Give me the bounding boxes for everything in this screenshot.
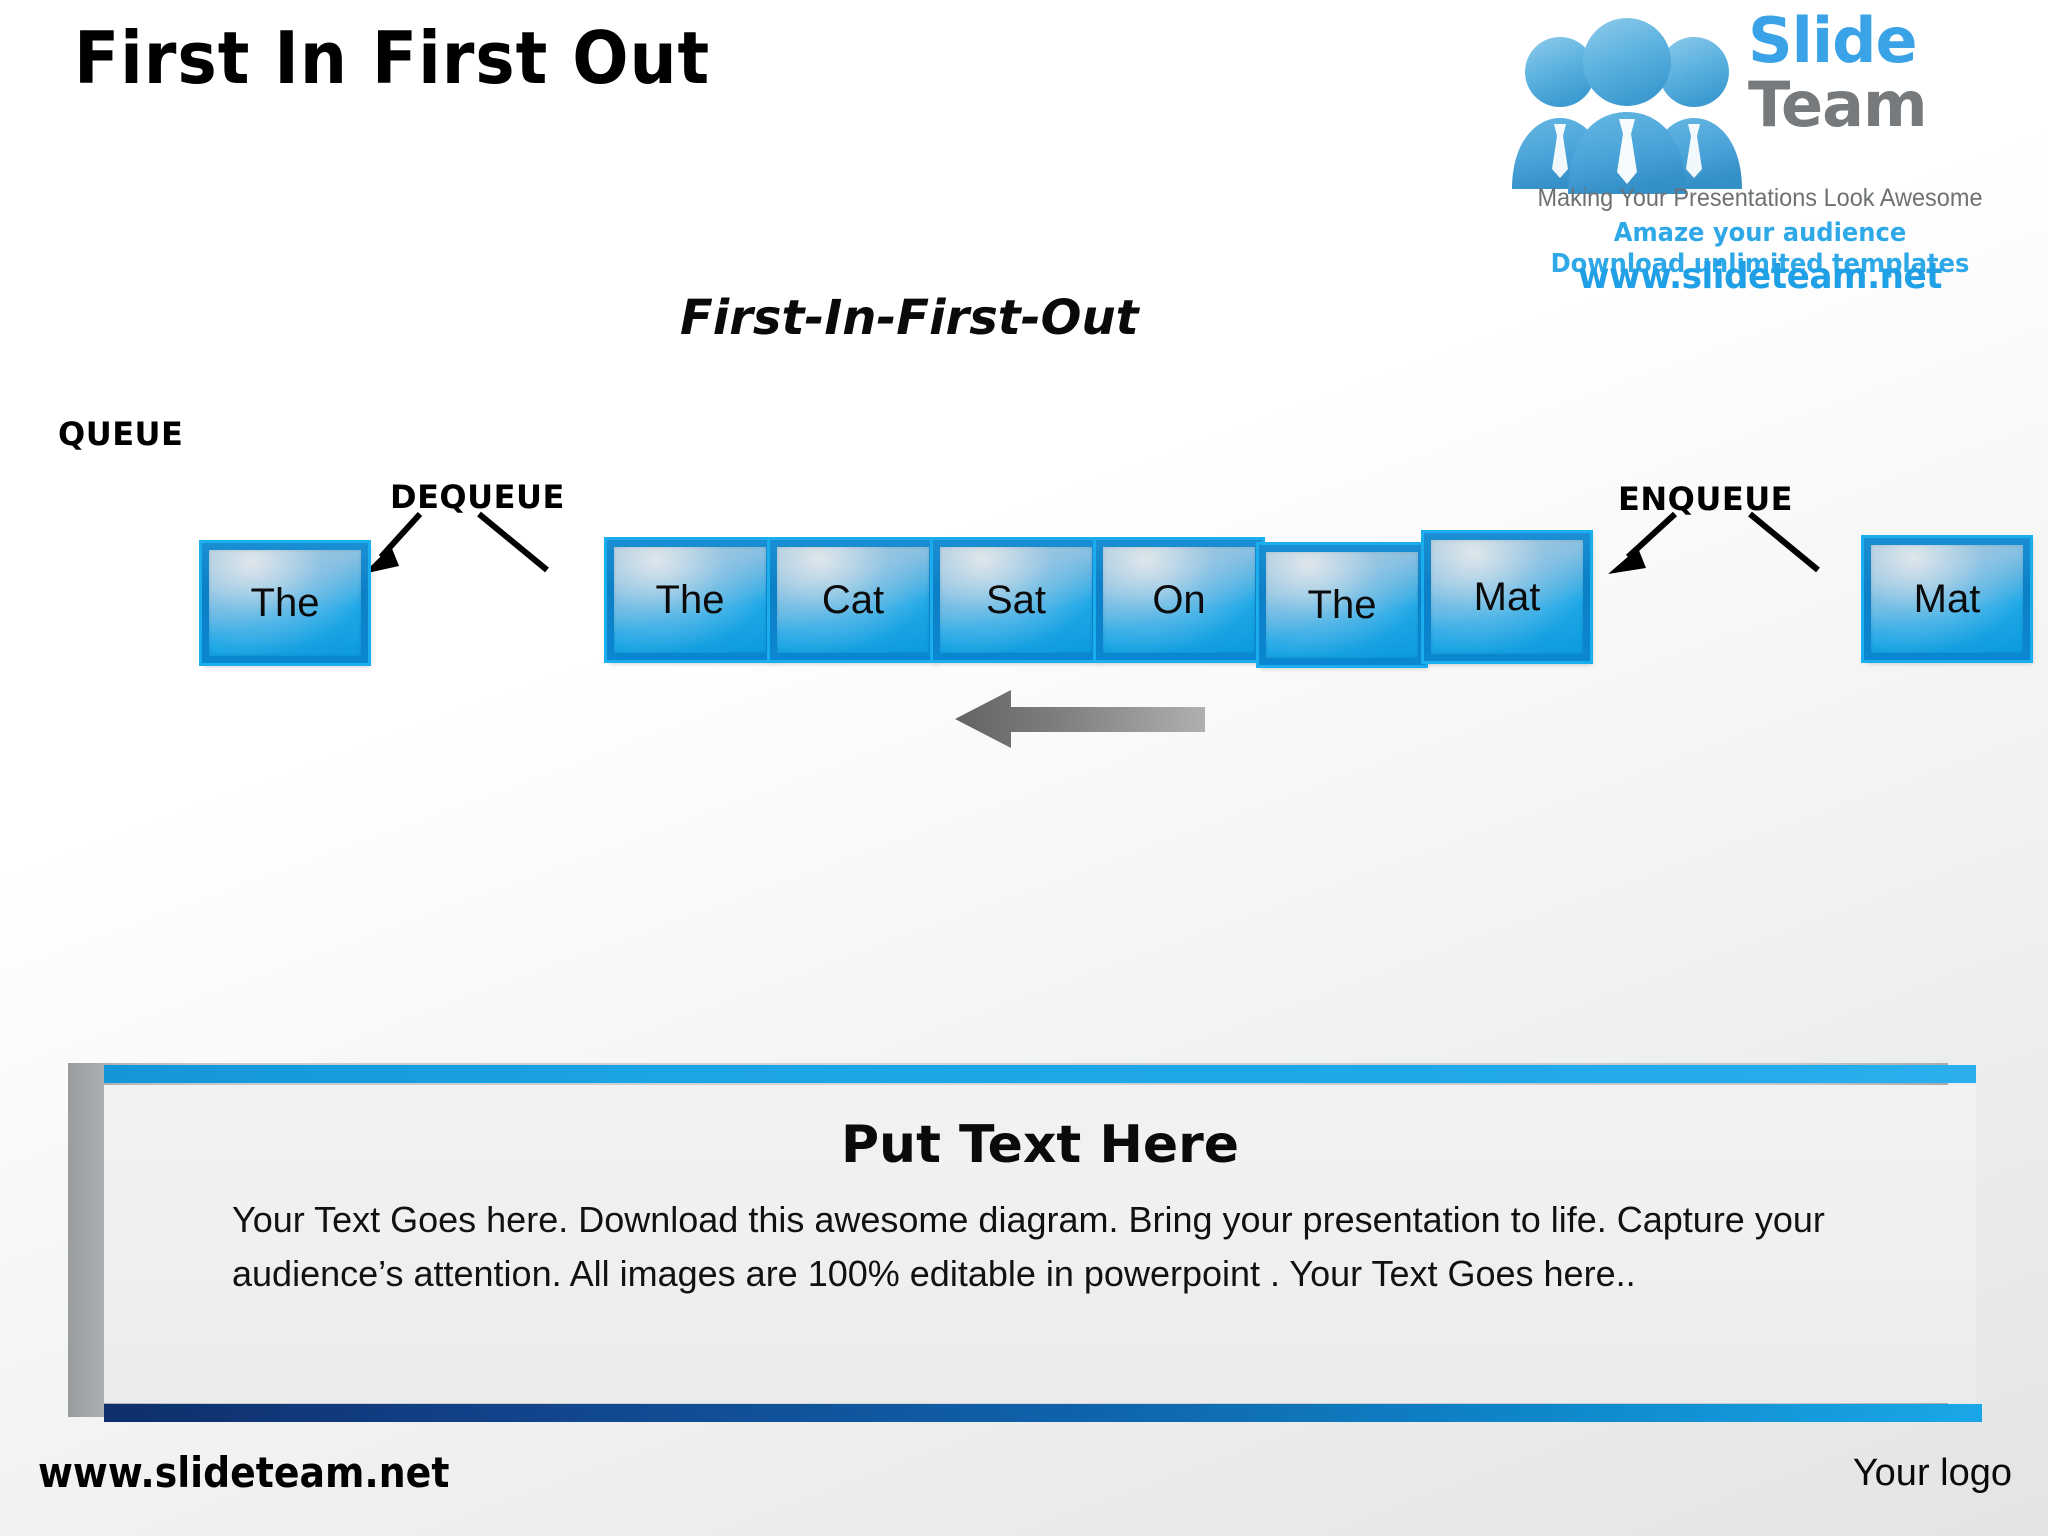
- dequeued-box-inner: The: [209, 550, 361, 656]
- footer-website-url[interactable]: www.slideteam.net: [38, 1448, 450, 1497]
- panel-top-accent-bar: [104, 1065, 1976, 1083]
- queue-item-3[interactable]: On: [1096, 540, 1262, 660]
- queue-item-5-inner: Mat: [1431, 540, 1583, 654]
- text-panel: Put Text Here Your Text Goes here. Downl…: [68, 1063, 1982, 1423]
- enqueue-arrows: [1608, 511, 1820, 574]
- flow-direction-arrow: [955, 690, 1205, 748]
- logo-brand-text: Slide Team: [1748, 10, 2028, 138]
- panel-body-text: Your Text Goes here. Download this aweso…: [232, 1199, 1825, 1294]
- queue-item-1[interactable]: Cat: [770, 540, 936, 660]
- people-group-icon: [1512, 18, 1742, 194]
- queue-item-1-label: Cat: [821, 577, 885, 622]
- panel-body: Put Text Here Your Text Goes here. Downl…: [104, 1085, 1976, 1403]
- queue-item-4-label: The: [1307, 582, 1377, 627]
- queue-item-4[interactable]: The: [1259, 545, 1425, 665]
- dequeue-arrows: [363, 511, 549, 574]
- queue-item-1-inner: Cat: [777, 547, 929, 653]
- queue-item-2-label: Sat: [985, 577, 1047, 622]
- queue-item-2-inner: Sat: [940, 547, 1092, 653]
- queue-item-0-label: The: [655, 577, 725, 622]
- dequeued-box-label: The: [250, 580, 320, 625]
- queue-item-0[interactable]: The: [607, 540, 773, 660]
- slideteam-logo: Slide Team Making Your Presentations Loo…: [1490, 6, 2030, 297]
- enqueued-box-inner: Mat: [1871, 545, 2023, 653]
- queue-label: QUEUE: [58, 415, 184, 453]
- queue-item-5[interactable]: Mat: [1424, 533, 1590, 661]
- panel-bottom-accent-bar: [104, 1404, 1982, 1422]
- logo-website-url[interactable]: www.slideteam.net: [1577, 256, 1943, 297]
- footer-logo-placeholder: Your logo: [1852, 1452, 2012, 1494]
- logo-tagline: Making Your Presentations Look Awesome: [1537, 184, 1983, 212]
- queue-item-3-label: On: [1152, 577, 1206, 622]
- dequeue-label: DEQUEUE: [390, 478, 565, 516]
- logo-download-line: Download unlimited templates: [1550, 249, 1970, 279]
- page-title: First In First Out: [74, 16, 711, 100]
- diagram-subtitle: First-In-First-Out: [680, 290, 1139, 346]
- queue-item-5-label: Mat: [1473, 574, 1541, 619]
- enqueued-box[interactable]: Mat: [1864, 538, 2030, 660]
- queue-item-2[interactable]: Sat: [933, 540, 1099, 660]
- logo-slide-word: Slide: [1748, 4, 1918, 77]
- enqueue-label: ENQUEUE: [1618, 480, 1794, 518]
- queue-item-3-inner: On: [1103, 547, 1255, 653]
- dequeued-box[interactable]: The: [202, 543, 368, 663]
- queue-item-0-inner: The: [614, 547, 766, 653]
- enqueued-box-label: Mat: [1913, 576, 1981, 621]
- logo-team-word: Team: [1748, 68, 1928, 141]
- queue-item-4-inner: The: [1266, 552, 1418, 658]
- panel-heading: Put Text Here: [840, 1115, 1240, 1175]
- logo-amaze-line: Amaze your audience: [1613, 218, 1907, 248]
